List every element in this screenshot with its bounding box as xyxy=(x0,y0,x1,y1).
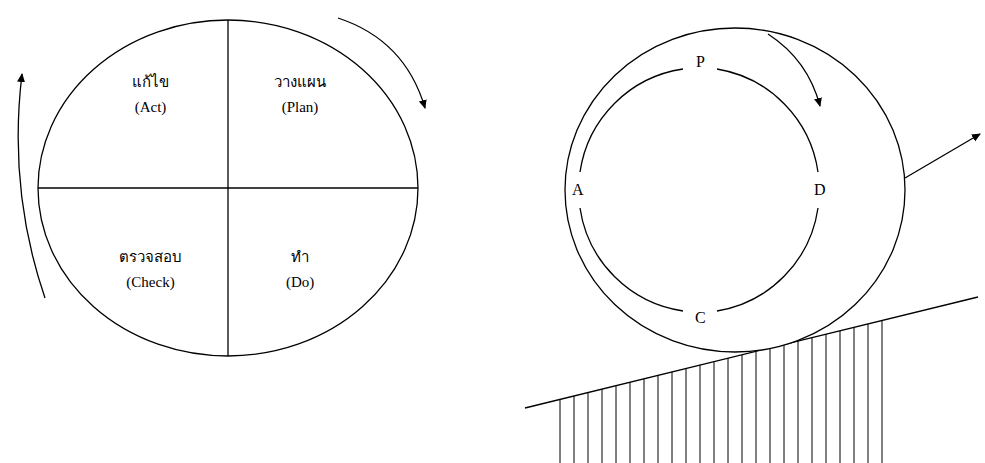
inner-cycle-arcs xyxy=(580,69,818,311)
step-name: วางแผน xyxy=(274,70,326,95)
step-english: (Act) xyxy=(132,95,169,120)
quadrant-cell: แก้ไข(Act) xyxy=(126,68,175,122)
step-english: (Do) xyxy=(286,270,314,295)
rotation-arrow xyxy=(18,74,45,298)
quadrant-cell: ตรวจสอบ(Check) xyxy=(113,243,188,297)
step-name: ตรวจสอบ xyxy=(119,245,182,270)
wheel-ellipse xyxy=(565,28,905,352)
step-name: ทำ xyxy=(286,245,314,270)
cycle-letter: C xyxy=(695,309,706,327)
step-name: แก้ไข xyxy=(132,70,169,95)
divider-line xyxy=(38,187,418,188)
cycle-letter: D xyxy=(814,181,826,199)
rotation-arrow xyxy=(768,34,820,106)
improvement-arrow xyxy=(905,134,980,178)
cycle-letter: P xyxy=(696,53,705,71)
cycle-letter: A xyxy=(572,181,584,199)
rotation-arrow xyxy=(338,18,425,108)
cycle-ellipse xyxy=(38,20,418,356)
quadrant-cell: ทำ(Do) xyxy=(280,243,320,297)
step-english: (Plan) xyxy=(274,95,326,120)
quadrant-cell: วางแผน(Plan) xyxy=(268,68,332,122)
step-english: (Check) xyxy=(119,270,182,295)
